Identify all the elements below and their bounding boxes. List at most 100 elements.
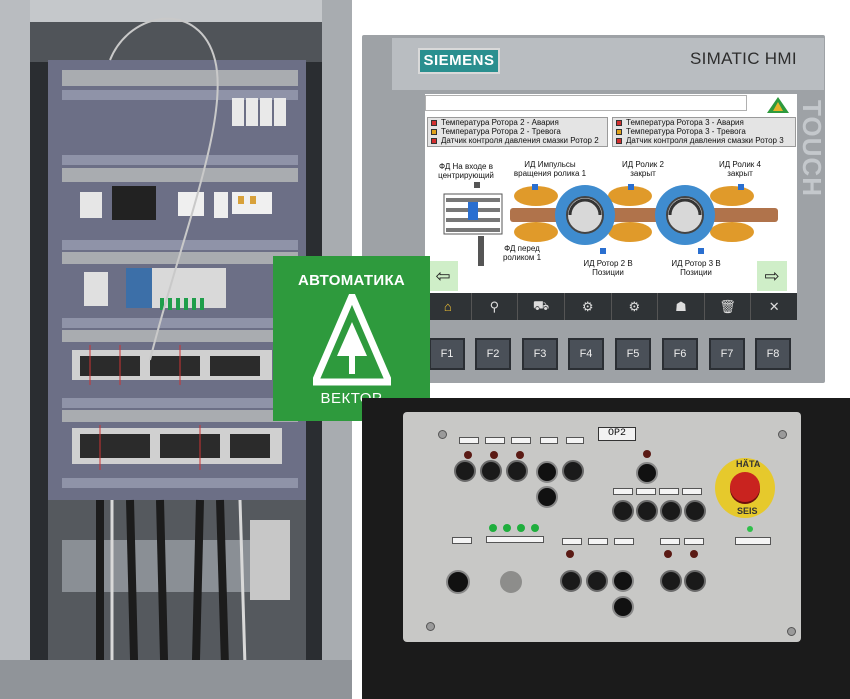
status-led — [517, 524, 525, 532]
gear-icon[interactable]: ⚙ — [612, 293, 659, 320]
indicator-lamp — [664, 550, 672, 558]
selector-knob[interactable] — [560, 570, 582, 592]
function-key-f2[interactable]: F2 — [475, 338, 511, 370]
alarm-text: Датчик контроля давления смазки Ротор 2 — [441, 136, 599, 145]
alarm-item[interactable]: Датчик контроля давления смазки Ротор 2 — [428, 136, 607, 145]
trash-icon[interactable]: 🗑 — [705, 293, 752, 320]
alarm-status-icon — [431, 137, 437, 144]
label-plate — [660, 538, 680, 545]
push-button[interactable] — [446, 570, 470, 594]
push-button[interactable] — [536, 461, 558, 483]
push-button[interactable] — [612, 596, 634, 618]
label-roller-4-closed: ИД Ролик 4 закрыт — [719, 160, 761, 178]
nav-forward-button[interactable]: ⇨ — [757, 261, 787, 291]
rotor-2[interactable] — [555, 185, 615, 245]
selector-knob[interactable] — [480, 460, 502, 482]
label-plate — [486, 536, 544, 543]
forklift-icon[interactable]: ⛟ — [518, 293, 565, 320]
alarm-item[interactable]: Датчик контроля давления смазки Ротор 3 — [613, 136, 795, 145]
selector-knob[interactable] — [612, 500, 634, 522]
label-plate — [540, 437, 558, 444]
function-key-f5[interactable]: F5 — [615, 338, 651, 370]
company-logo-icon — [767, 97, 789, 113]
label-plate — [452, 537, 472, 544]
push-button[interactable] — [612, 570, 634, 592]
alarm-status-icon — [431, 128, 437, 135]
label-plate — [459, 437, 479, 444]
function-key-f6[interactable]: F6 — [662, 338, 698, 370]
label-plate — [636, 488, 656, 495]
hmi-model-label: SIMATIC HMI — [690, 49, 797, 68]
selector-knob[interactable] — [586, 570, 608, 592]
alarm-text: Температура Ротора 3 - Тревога — [626, 127, 746, 136]
selector-knob[interactable] — [454, 460, 476, 482]
touch-label: TOUCH — [797, 100, 827, 197]
alarm-text: Температура Ротора 2 - Авария — [441, 118, 559, 127]
brand-logo-icon — [313, 294, 391, 386]
label-plate — [588, 538, 608, 545]
status-led — [503, 524, 511, 532]
screw — [438, 430, 447, 439]
gear-icon[interactable]: ⚙ — [565, 293, 612, 320]
alarm-item[interactable]: Температура Ротора 2 - Авария — [428, 118, 607, 127]
label-plate — [485, 437, 505, 444]
function-key-f7[interactable]: F7 — [709, 338, 745, 370]
screw — [778, 430, 787, 439]
screw — [787, 627, 796, 636]
alarm-item[interactable]: Температура Ротора 2 - Тревога — [428, 127, 607, 136]
indicator-lamp — [643, 450, 651, 458]
status-led — [489, 524, 497, 532]
selector-knob[interactable] — [660, 500, 682, 522]
label-plate — [735, 537, 771, 545]
blank-plug — [500, 571, 522, 593]
function-key-f8[interactable]: F8 — [755, 338, 791, 370]
selector-knob[interactable] — [660, 570, 682, 592]
panel-id-label: OP2 — [598, 427, 636, 441]
alarm-status-icon — [616, 137, 622, 144]
conveyor — [443, 193, 503, 235]
label-plate — [614, 538, 634, 545]
nav-back-button[interactable]: ⇦ — [428, 261, 458, 291]
selector-knob[interactable] — [684, 570, 706, 592]
push-button[interactable] — [536, 486, 558, 508]
label-roller-2-closed: ИД Ролик 2 закрыт — [622, 160, 664, 178]
alarm-list-rotor-2: Температура Ротора 2 - Авария Температур… — [427, 117, 608, 147]
function-key-f3[interactable]: F3 — [522, 338, 558, 370]
function-key-f1[interactable]: F1 — [429, 338, 465, 370]
alarm-status-icon — [616, 119, 622, 126]
selector-knob[interactable] — [636, 500, 658, 522]
label-plate — [566, 437, 584, 444]
person-icon[interactable]: ☗ — [658, 293, 705, 320]
alarm-item[interactable]: Температура Ротора 3 - Авария — [613, 118, 795, 127]
function-key-f4[interactable]: F4 — [568, 338, 604, 370]
screw — [426, 622, 435, 631]
indicator-lamp — [516, 451, 524, 459]
electrical-cabinet-photo — [0, 0, 352, 699]
emergency-stop-button[interactable] — [730, 472, 760, 502]
indicator-lamp — [566, 550, 574, 558]
label-plate — [511, 437, 531, 444]
label-fd-inlet: ФД На входе в центрирующий — [438, 162, 494, 180]
alarm-text: Датчик контроля давления смазки Ротор 3 — [626, 136, 784, 145]
status-led — [531, 524, 539, 532]
selector-knob[interactable] — [562, 460, 584, 482]
alarm-status-icon — [431, 119, 437, 126]
tools-icon[interactable]: ✕ — [768, 298, 780, 314]
hmi-toolbar: ⌂ ⚲ ⛟ ⚙ ⚙ ☗ 🗑 ✕ — [425, 293, 797, 320]
indicator-lamp — [464, 451, 472, 459]
selector-knob[interactable] — [506, 460, 528, 482]
message-field[interactable] — [425, 95, 747, 111]
home-icon[interactable]: ⌂ — [425, 293, 472, 320]
rotor-3[interactable] — [655, 185, 715, 245]
label-plate — [659, 488, 679, 495]
label-plate — [684, 538, 704, 545]
status-led — [747, 526, 753, 532]
operator-panel — [403, 412, 801, 642]
label-fd-before-roller: ФД перед роликом 1 — [502, 244, 542, 262]
alarm-item[interactable]: Температура Ротора 3 - Тревога — [613, 127, 795, 136]
push-button[interactable] — [636, 462, 658, 484]
tap-icon[interactable]: ⚲ — [472, 293, 519, 320]
brand-badge: АВТОМАТИКА ВЕКТОР — [273, 256, 430, 421]
selector-knob[interactable] — [684, 500, 706, 522]
estop-text-top: HÄTA — [736, 459, 761, 469]
